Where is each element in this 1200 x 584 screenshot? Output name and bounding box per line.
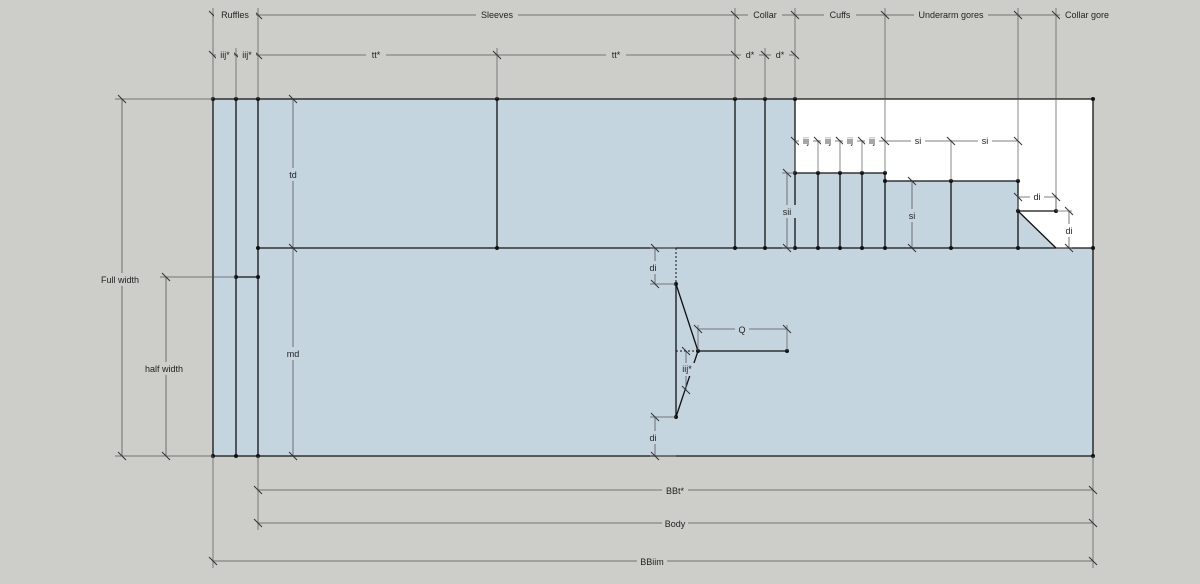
dim-sii: sii: [783, 207, 792, 217]
dim-iij-4: iij: [869, 136, 875, 146]
dim-bbiim: BBiim: [640, 557, 664, 567]
bottom-dimension-labels: BBt* Body BBiim: [637, 484, 688, 568]
dim-iij-2: iij: [825, 136, 831, 146]
dim-si-3: si: [909, 211, 916, 221]
dim-d-star-1: d*: [746, 50, 755, 60]
dim-iij-star-center: iij*: [682, 364, 692, 374]
label-collar-gore: Collar gore: [1065, 10, 1109, 20]
dim-body: Body: [665, 519, 686, 529]
section-labels: Ruffles Sleeves Collar Cuffs Underarm go…: [214, 8, 1112, 22]
dim-tt-star-1: tt*: [372, 50, 381, 60]
extension-lines: [115, 8, 1094, 568]
dim-md: md: [287, 349, 300, 359]
dim-bbt-star: BBt*: [666, 486, 685, 496]
dim-iij-1: iij: [803, 136, 809, 146]
dim-td: td: [289, 170, 297, 180]
label-collar: Collar: [753, 10, 777, 20]
dim-tt-star-2: tt*: [612, 50, 621, 60]
dim-si-1: si: [915, 136, 922, 146]
dim-full-width: Full width: [101, 275, 139, 285]
dim-iij-star-2: iij*: [242, 50, 252, 60]
dim-half-width: half width: [145, 364, 183, 374]
dim-iij-star-1: iij*: [220, 50, 230, 60]
label-cuffs: Cuffs: [830, 10, 851, 20]
dim-iij-3: iij: [847, 136, 853, 146]
label-underarm-gores: Underarm gores: [918, 10, 984, 20]
top-dimension-labels: iij* iij* tt* tt* d* d*: [216, 49, 789, 62]
label-ruffles: Ruffles: [221, 10, 249, 20]
side-dimension-labels: Full width half width td md: [97, 168, 303, 375]
dim-q: Q: [738, 325, 745, 335]
label-sleeves: Sleeves: [481, 10, 514, 20]
inner-dimension-labels: iij iij iij iij si si si sii di di di di…: [645, 135, 1076, 444]
dim-d-star-2: d*: [776, 50, 785, 60]
dim-di-top: di: [649, 263, 656, 273]
dim-di-gore-h: di: [1033, 192, 1040, 202]
dim-di-bottom: di: [649, 433, 656, 443]
dim-si-2: si: [982, 136, 989, 146]
dim-di-gore-v: di: [1065, 226, 1072, 236]
